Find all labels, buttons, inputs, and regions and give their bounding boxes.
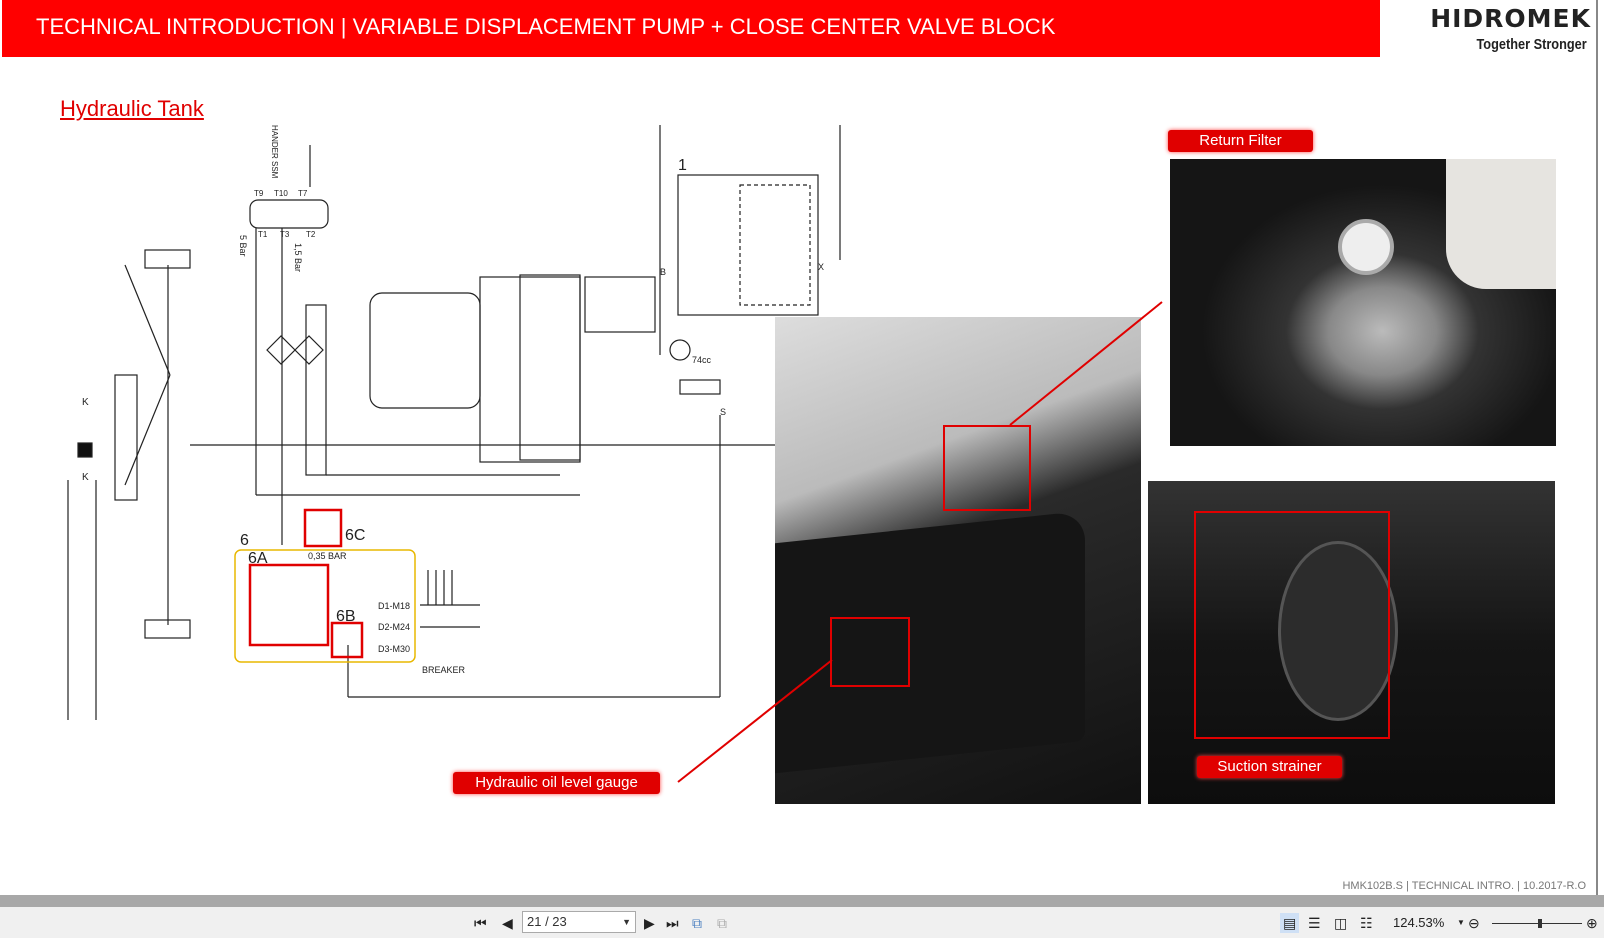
two-page-view-icon[interactable]: ◫: [1334, 915, 1348, 931]
zoom-level[interactable]: 124.53%: [1393, 915, 1445, 930]
svg-text:6A: 6A: [248, 550, 268, 567]
return-filter-label: Return Filter: [1168, 130, 1313, 152]
svg-text:D1-M18: D1-M18: [378, 601, 410, 611]
callout-lines: [677, 301, 1163, 783]
svg-text:1: 1: [678, 157, 687, 174]
svg-text:HANDER SSM: HANDER SSM: [270, 125, 279, 179]
svg-text:S: S: [720, 407, 726, 417]
viewer-gap: [0, 895, 1604, 907]
tank-photo: [775, 317, 1141, 804]
previous-view-icon[interactable]: ⧉: [692, 915, 702, 931]
svg-text:1,5 Bar: 1,5 Bar: [293, 243, 303, 272]
single-page-view-icon[interactable]: ▤: [1280, 913, 1300, 933]
page-number-input[interactable]: 21 / 23▼: [522, 911, 636, 933]
document-page: TECHNICAL INTRODUCTION | VARIABLE DISPLA…: [0, 0, 1598, 895]
zoom-in-icon[interactable]: ⊕: [1586, 915, 1598, 931]
suction-strainer-photo: [1148, 481, 1555, 804]
pdf-toolbar: ⏮ ◀ 21 / 23▼ ▶ ⏭ ⧉ ⧉ ▤ ☰ ◫ ☷ 124.53% ▼ ⊖…: [0, 907, 1604, 938]
first-page-button[interactable]: ⏮: [474, 915, 487, 931]
svg-text:X: X: [818, 262, 824, 272]
svg-text:6B: 6B: [336, 608, 356, 625]
hydraulic-schematic: K K T9 T10 T7 T1 T3 T2 HANDER SSM 5 Bar 1,5 B…: [67, 125, 841, 720]
section-title: Hydraulic Tank: [60, 96, 204, 121]
zoom-dropdown-icon[interactable]: ▼: [1457, 918, 1465, 927]
previous-page-button[interactable]: ◀: [502, 915, 513, 931]
svg-text:K: K: [82, 397, 89, 408]
svg-text:6: 6: [240, 532, 249, 549]
svg-text:T3: T3: [280, 230, 290, 239]
svg-text:D3-M30: D3-M30: [378, 644, 410, 654]
zoom-out-icon[interactable]: ⊖: [1468, 915, 1480, 931]
svg-text:B: B: [660, 267, 666, 277]
svg-text:T1: T1: [258, 230, 268, 239]
next-view-icon[interactable]: ⧉: [717, 915, 727, 931]
svg-text:D2-M24: D2-M24: [378, 622, 410, 632]
chevron-down-icon: ▼: [622, 917, 631, 927]
oil-level-gauge-highlight: [830, 617, 910, 687]
slide-header: TECHNICAL INTRODUCTION | VARIABLE DISPLA…: [2, 0, 1380, 57]
svg-text:BREAKER: BREAKER: [422, 665, 466, 675]
svg-text:5 Bar: 5 Bar: [238, 235, 248, 257]
svg-text:0,35 BAR: 0,35 BAR: [308, 551, 347, 561]
continuous-view-icon[interactable]: ☰: [1308, 915, 1321, 931]
footer-text: HMK102B.S | TECHNICAL INTRO. | 10.2017-R…: [1342, 880, 1586, 892]
suction-strainer-highlight: [1194, 511, 1390, 739]
svg-text:K: K: [82, 472, 89, 483]
oil-level-gauge-label: Hydraulic oil level gauge: [453, 772, 660, 794]
svg-text:T2: T2: [306, 230, 316, 239]
hidromek-logo: HIDROMEK Together Stronger: [1430, 4, 1591, 53]
next-page-button[interactable]: ▶: [644, 915, 655, 931]
last-page-button[interactable]: ⏭: [666, 915, 679, 931]
svg-text:74cc: 74cc: [692, 355, 712, 365]
suction-strainer-label: Suction strainer: [1197, 756, 1342, 778]
return-filter-highlight: [943, 425, 1031, 511]
svg-text:T9: T9: [254, 189, 264, 198]
two-page-continuous-icon[interactable]: ☷: [1360, 915, 1373, 931]
zoom-slider[interactable]: [1492, 919, 1582, 928]
zoom-slider-thumb[interactable]: [1538, 919, 1542, 928]
return-filter-photo: [1170, 159, 1556, 446]
svg-text:T10: T10: [274, 189, 288, 198]
svg-text:6C: 6C: [345, 527, 365, 544]
svg-text:T7: T7: [298, 189, 308, 198]
